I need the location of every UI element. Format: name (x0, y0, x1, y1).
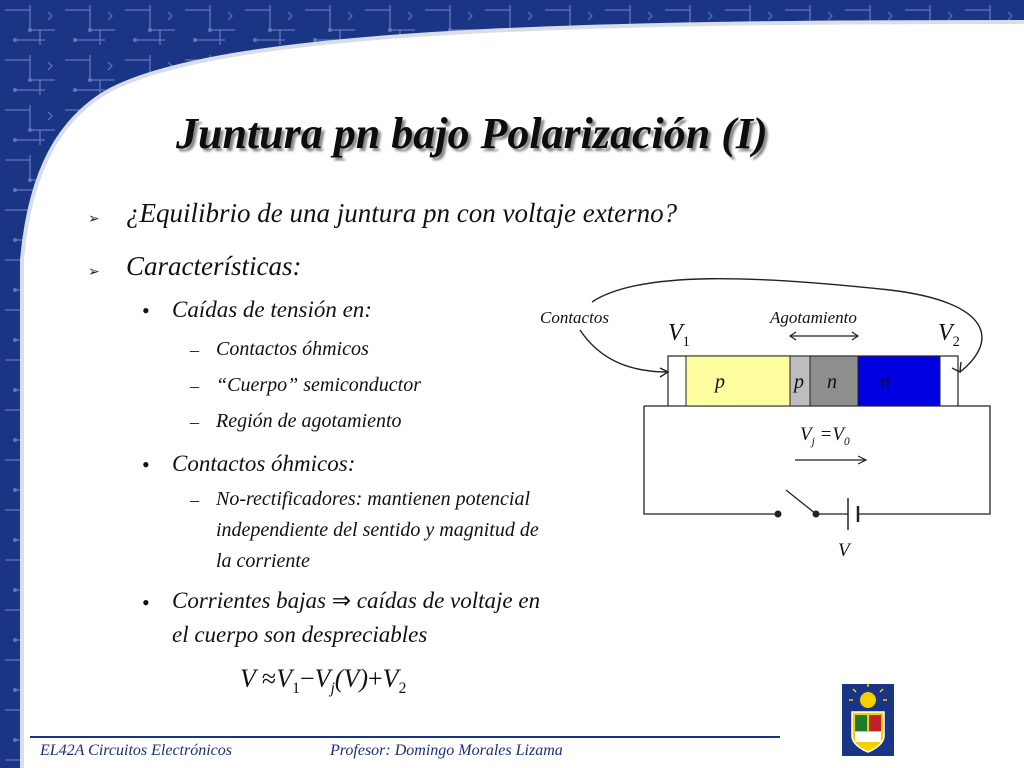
list-item: “Cuerpo” semiconductor (216, 374, 421, 396)
v2-text: V (938, 320, 953, 346)
dot-bullet-icon: • (142, 452, 150, 477)
v2-label: V2 (938, 320, 960, 351)
vj-eq-text: =V (819, 424, 844, 445)
list-item: No-rectificadores: mantienen potencial (216, 488, 530, 510)
footer-course: EL42A Circuitos Electrónicos (40, 742, 232, 759)
corrientes-text-b: caídas de voltaje en (356, 588, 541, 613)
dot-bullet-icon: • (142, 298, 150, 323)
eq-v: V (240, 664, 256, 693)
footer-professor: Profesor: Domingo Morales Lizama (330, 742, 563, 759)
arrow-bullet-icon: ➢ (88, 211, 100, 227)
bullet-corrientes-cont: el cuerpo son despreciables (172, 622, 428, 647)
vj-sub: j (811, 435, 815, 448)
eq-v1: V (276, 664, 293, 693)
arrow-bullet-icon: ➢ (88, 264, 100, 280)
agotamiento-label: Agotamiento (770, 308, 857, 327)
eq-paren: (V) (334, 664, 368, 693)
v1-label: V1 (668, 320, 690, 351)
bullet-caracteristicas: Características: (126, 251, 302, 281)
bracket-arrow-left-icon (788, 331, 797, 341)
p-region (685, 355, 791, 407)
eq-v1-sub: 1 (292, 680, 300, 698)
contact-arrowhead-left-icon (659, 367, 670, 378)
list-item: la corriente (216, 550, 310, 572)
dash-bullet-icon: – (190, 490, 199, 510)
contact-arrow-left (579, 329, 669, 373)
eq-approx: ≈ (261, 664, 277, 693)
dot-bullet-icon: • (142, 590, 150, 615)
bullet-caidas: Caídas de tensión en: (172, 297, 372, 322)
switch-node-left (774, 510, 782, 518)
list-item: independiente del sentido y magnitud de (216, 519, 539, 541)
eq-vj-sub: j (330, 680, 335, 698)
slide-title: Juntura pn bajo Polarización (I) (176, 109, 768, 158)
list-item: Región de agotamiento (216, 410, 402, 432)
eq-v2-sub: 2 (398, 680, 407, 698)
v0-sub: 0 (843, 435, 850, 448)
dash-bullet-icon: – (190, 376, 199, 396)
corrientes-text-a: Corrientes bajas (172, 588, 326, 613)
switch-lever (785, 489, 817, 515)
depletion-n-label: n (827, 371, 837, 393)
bullet-question: ¿Equilibrio de una juntura pn con voltaj… (126, 198, 678, 228)
eq-vj: V (314, 664, 331, 693)
vj-arrowhead-icon (857, 455, 868, 465)
implies-icon: ⇒ (331, 588, 352, 614)
university-seal-logo (842, 684, 894, 756)
eq-plus: + (368, 664, 383, 693)
dash-bullet-icon: – (190, 340, 199, 360)
v2-sub: 2 (952, 333, 960, 350)
p-region-label: p (715, 371, 725, 393)
n-region-label: n (880, 371, 890, 393)
eq-minus: − (299, 664, 315, 693)
n-region (857, 355, 941, 407)
v1-sub: 1 (682, 333, 690, 350)
vj-text: V (800, 424, 812, 445)
contactos-label: Contactos (540, 308, 609, 327)
circuit-wire-left (643, 406, 778, 515)
bracket-arrow-right-icon (851, 331, 860, 341)
source-v-label: V (838, 540, 850, 561)
contact-arrow-right (591, 278, 983, 373)
contact-arrowhead-right-icon (951, 361, 962, 374)
v1-text: V (668, 320, 683, 346)
voltage-equation: V ≈V1−Vj(V)+V2 (240, 664, 406, 698)
bullet-contactos: Contactos óhmicos: (172, 451, 356, 476)
bullet-corrientes: Corrientes bajas ⇒ caídas de voltaje en (172, 588, 540, 614)
depletion-p-label: p (794, 371, 804, 393)
circuit-wire-right (858, 405, 991, 515)
dash-bullet-icon: – (190, 412, 199, 432)
vj-equals-v0-label: Vj =V0 (800, 424, 850, 448)
list-item: Contactos óhmicos (216, 338, 369, 360)
eq-v2: V (382, 664, 399, 693)
